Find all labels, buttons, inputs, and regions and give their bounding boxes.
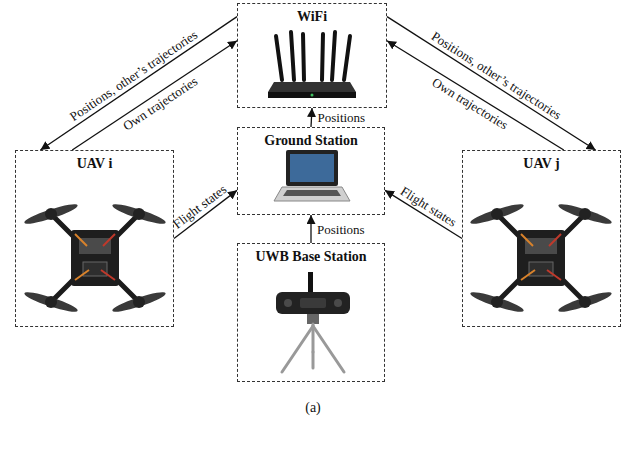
uwb-station-illustration-part [276,292,350,314]
device-box: WiFi [237,3,387,108]
uwb-station-illustration-part-part [312,352,315,368]
edge-label: Positions [318,110,366,125]
device-box: UWB Base Station [237,243,385,382]
edge-label: Positions [317,222,365,237]
box-title: WiFi [297,9,327,25]
device-box: Ground Station [237,127,385,215]
uav-illustration-part [23,201,167,315]
edge-label: Flight states [170,182,229,232]
uav-illustration-part [469,201,613,315]
router-illustration-part [268,92,356,98]
router-illustration-part [268,82,356,92]
box-title: UAV i [77,156,113,172]
figure-caption: (a) [0,400,626,416]
uav-illustration [23,201,613,315]
uwb-station-illustration-part [334,299,342,307]
laptop-illustration-part [286,150,338,186]
uwb-station-illustration-part-part [282,326,313,372]
device-box: UAV j [462,150,621,327]
uwb-station-illustration-part-part [313,326,344,372]
data-flow-arrow [387,17,596,150]
box-title: UWB Base Station [255,249,366,265]
router-illustration-part [311,94,314,97]
router-illustration-part-part [332,32,335,80]
box-title: Ground Station [264,133,358,149]
data-flow-arrow [311,108,312,127]
box-title: UAV j [523,156,559,172]
uwb-station-illustration-part [308,272,313,294]
uwb-station-illustration-part [300,298,326,308]
uwb-station-illustration [276,272,350,372]
router-illustration-part-part [276,36,282,80]
router-illustration-part [276,32,350,80]
uwb-station-illustration-part [282,324,344,372]
data-flow-arrow [40,17,237,150]
laptop-illustration-part [283,190,341,196]
laptop-illustration [274,150,350,201]
laptop-illustration-part [290,154,334,182]
router-illustration-part-part [291,32,294,80]
data-flow-arrow [310,215,311,243]
uwb-station-illustration-part [284,299,292,307]
router-illustration-part-part [303,34,304,80]
router-illustration-part-part [322,34,323,80]
router-illustration-part-part [344,36,350,80]
edge-label: Flight states [398,183,460,229]
router-illustration [268,32,356,98]
laptop-illustration-part [274,187,350,201]
device-box: UAV i [15,150,174,327]
